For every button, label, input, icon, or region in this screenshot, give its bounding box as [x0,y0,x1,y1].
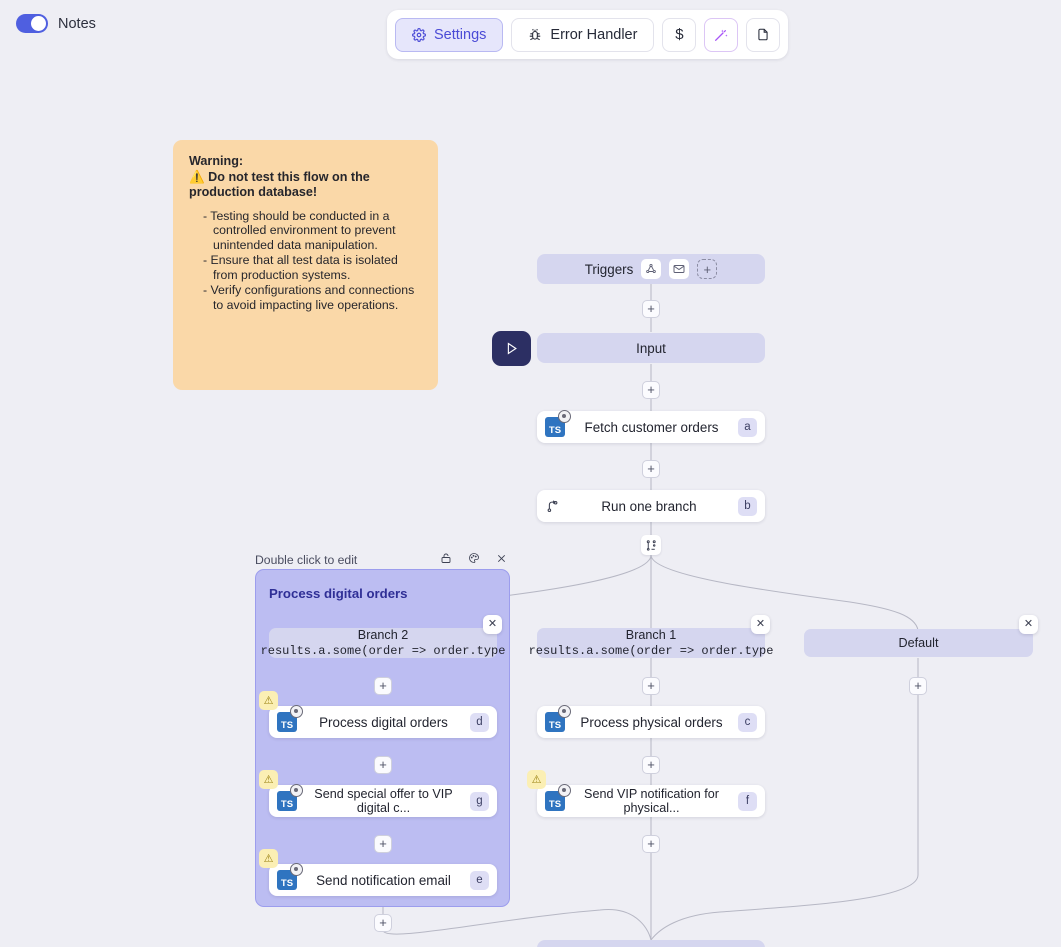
magic-wand-icon [713,27,729,43]
note-bullet: Ensure that all test data is isolated fr… [203,253,422,282]
run-flow-button[interactable] [492,331,531,366]
email-icon[interactable] [669,259,690,279]
bug-icon [528,28,542,42]
typescript-icon: TS [545,705,571,732]
note-bullet: Testing should be conducted in a control… [203,209,422,253]
webhook-icon[interactable] [641,259,662,279]
node-send-special-offer-vip-digital[interactable]: ⚠ TS Send special offer to VIP digital c… [259,770,497,817]
node-label: Process physical orders [580,714,723,730]
branch-name: Branch 1 [625,628,677,642]
node-process-digital-orders[interactable]: ⚠ TS Process digital orders d [259,691,497,738]
settings-button-label: Settings [434,26,487,43]
note-heading-line2: ⚠️ Do not test this flow on the producti… [189,169,370,200]
add-trigger-button[interactable]: + [697,259,718,279]
node-label: Send notification email [316,872,451,888]
group-title: Process digital orders [269,586,408,601]
warning-note-card[interactable]: Warning: ⚠️ Do not test this flow on the… [173,140,438,390]
node-label: Send special offer to VIP digital c... [314,787,453,815]
group-edit-hint: Double click to edit [255,553,358,567]
document-icon [756,27,770,42]
magic-wand-button[interactable] [704,17,739,52]
typescript-icon: TS [277,784,303,811]
add-node-button[interactable]: + [642,460,660,478]
add-node-button[interactable]: + [642,300,660,318]
add-node-button[interactable]: + [642,835,660,853]
note-bullet: Verify configurations and connections to… [203,283,422,312]
typescript-icon: TS [277,863,303,890]
gear-icon [412,27,426,42]
node-triggers[interactable]: Triggers + [537,254,765,284]
warning-icon: ⚠ [259,770,278,789]
node-process-physical-orders[interactable]: TS Process physical orders c [537,705,765,738]
warning-icon: ⚠ [259,849,278,868]
remove-branch-button[interactable]: ✕ [1019,615,1038,634]
node-letter-badge: d [470,712,489,732]
add-node-button[interactable]: + [642,677,660,695]
remove-branch-button[interactable]: ✕ [483,615,502,634]
branch-name: Default [898,635,939,650]
group-process-digital-orders[interactable] [255,569,510,907]
play-icon [507,342,517,355]
branch-condition-2[interactable]: Branch 2 results.a.some(order => order.t… [261,628,505,658]
node-letter-badge: b [738,496,757,516]
add-node-button[interactable]: + [642,381,660,399]
mode-toolbar: Settings Error Handler $ [387,10,789,59]
add-node-button[interactable]: + [374,835,392,853]
add-node-button[interactable]: + [374,914,392,932]
typescript-icon: TS [277,705,303,732]
node-label: Process digital orders [319,714,448,730]
error-handler-button[interactable]: Error Handler [511,17,655,52]
add-node-button[interactable]: + [374,677,392,695]
branch-expression: results.a.some(order => order.type [260,644,506,658]
group-header[interactable]: Double click to edit [255,552,510,568]
branch-condition-default[interactable]: Default [804,629,1033,657]
node-letter-badge: e [470,870,489,890]
node-letter-badge: c [738,712,757,732]
node-fetch-customer-orders[interactable]: TS Fetch customer orders a [537,410,765,443]
node-output-partial[interactable] [537,940,765,947]
add-node-button[interactable]: + [374,756,392,774]
error-handler-button-label: Error Handler [550,26,638,43]
node-label: Fetch customer orders [584,419,719,435]
dollar-icon: $ [675,26,684,43]
node-letter-badge: g [470,791,489,811]
node-send-notification-email[interactable]: ⚠ TS Send notification email e [259,849,497,896]
note-heading-line1: Warning: [189,154,244,168]
branch-expression: results.a.some(order => order.type [528,644,774,658]
close-icon[interactable] [496,551,507,569]
branch-condition-1[interactable]: Branch 1 results.a.some(order => order.t… [529,628,773,658]
branch-icon [545,499,560,514]
document-button[interactable] [746,17,781,52]
warning-icon: ⚠ [527,770,546,789]
settings-button[interactable]: Settings [395,17,504,52]
branch-split-icon[interactable] [641,535,661,555]
typescript-icon: TS [545,784,571,811]
notes-label: Notes [58,15,96,32]
cost-button[interactable]: $ [662,17,697,52]
node-triggers-label: Triggers [584,261,634,277]
warning-icon: ⚠ [259,691,278,710]
add-node-button[interactable]: + [909,677,927,695]
node-label: Send VIP notification for physical... [584,787,719,815]
typescript-icon: TS [545,410,571,437]
branch-name: Branch 2 [357,628,409,642]
node-run-one-branch[interactable]: Run one branch b [537,490,765,522]
node-input[interactable]: Input [537,333,765,363]
notes-toggle[interactable] [16,14,48,33]
add-node-button[interactable]: + [642,756,660,774]
node-input-label: Input [636,340,666,356]
remove-branch-button[interactable]: ✕ [751,615,770,634]
notes-toggle-group[interactable]: Notes [16,14,96,33]
note-bullet-list: Testing should be conducted in a control… [203,209,422,313]
node-letter-badge: f [738,791,757,811]
lock-icon[interactable] [440,551,452,569]
node-letter-badge: a [738,417,757,437]
node-send-vip-notification-physical[interactable]: ⚠ TS Send VIP notification for physical.… [527,770,765,817]
node-label: Run one branch [601,498,697,514]
top-toolbar: Notes Settings Erro [0,0,1061,59]
palette-icon[interactable] [468,551,480,569]
